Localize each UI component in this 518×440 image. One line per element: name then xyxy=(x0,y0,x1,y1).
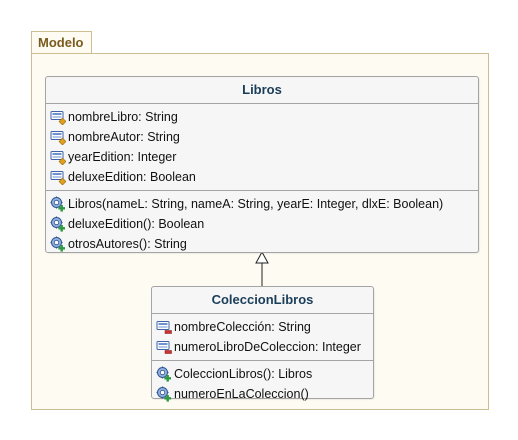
private-attribute-icon xyxy=(156,319,172,335)
attribute-row[interactable]: deluxeEdition: Boolean xyxy=(46,167,478,187)
attribute-row[interactable]: nombreLibro: String xyxy=(46,107,478,127)
attribute-label: nombreAutor: String xyxy=(68,130,180,144)
attribute-label: numeroLibroDeColeccion: Integer xyxy=(174,340,361,354)
operation-label: deluxeEdition(): Boolean xyxy=(68,217,205,231)
public-operation-icon xyxy=(156,386,172,402)
package-name: Modelo xyxy=(38,35,84,50)
generalization-arrowhead xyxy=(255,250,269,264)
private-attribute-icon xyxy=(156,339,172,355)
operation-label: ColeccionLibros(): Libros xyxy=(174,367,313,381)
public-operation-icon xyxy=(50,196,66,212)
package-tab[interactable]: Modelo xyxy=(31,31,92,53)
public-operation-icon xyxy=(50,216,66,232)
class-coleccion-libros[interactable]: ColeccionLibros nombreColección: String … xyxy=(151,286,374,402)
operation-row[interactable]: ColeccionLibros(): Libros xyxy=(152,364,373,384)
operation-row[interactable]: otrosAutores(): String xyxy=(46,234,478,254)
operation-label: Libros(nameL: String, nameA: String, yea… xyxy=(68,197,444,211)
operation-label: otrosAutores(): String xyxy=(68,237,187,251)
operation-row[interactable]: Libros(nameL: String, nameA: String, yea… xyxy=(46,194,478,214)
attribute-row[interactable]: nombreAutor: String xyxy=(46,127,478,147)
operation-row[interactable]: numeroEnLaColeccion() xyxy=(152,384,373,404)
operation-label: numeroEnLaColeccion() xyxy=(174,387,309,401)
attribute-row[interactable]: numeroLibroDeColeccion: Integer xyxy=(152,337,373,357)
operations-section: ColeccionLibros(): Libros numeroEnLaCole… xyxy=(152,361,373,407)
attribute-row[interactable]: nombreColección: String xyxy=(152,317,373,337)
class-libros[interactable]: Libros nombreLibro: String nombreAutor: … xyxy=(45,76,479,253)
protected-attribute-icon xyxy=(50,129,66,145)
protected-attribute-icon xyxy=(50,149,66,165)
attributes-section: nombreColección: String numeroLibroDeCol… xyxy=(152,314,373,361)
class-title: Libros xyxy=(46,77,478,104)
operation-row[interactable]: deluxeEdition(): Boolean xyxy=(46,214,478,234)
class-title: ColeccionLibros xyxy=(152,287,373,314)
public-operation-icon xyxy=(156,366,172,382)
attribute-label: yearEdition: Integer xyxy=(68,150,177,164)
attribute-label: deluxeEdition: Boolean xyxy=(68,170,196,184)
public-operation-icon xyxy=(50,236,66,252)
attribute-label: nombreColección: String xyxy=(174,320,311,334)
attributes-section: nombreLibro: String nombreAutor: String … xyxy=(46,104,478,191)
attribute-label: nombreLibro: String xyxy=(68,110,178,124)
protected-attribute-icon xyxy=(50,109,66,125)
operations-section: Libros(nameL: String, nameA: String, yea… xyxy=(46,191,478,257)
attribute-row[interactable]: yearEdition: Integer xyxy=(46,147,478,167)
protected-attribute-icon xyxy=(50,169,66,185)
